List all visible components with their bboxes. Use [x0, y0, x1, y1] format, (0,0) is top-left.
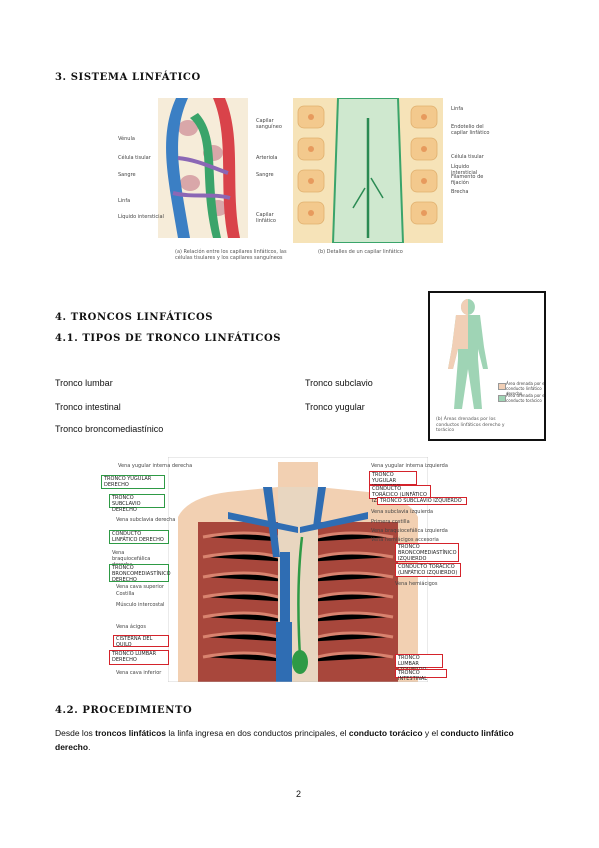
para-bold-conducto-linfatico: conducto linfático derecho: [55, 728, 514, 752]
lbl-cisterna-del-quilo: CISTERNA DEL QUILO: [113, 635, 169, 648]
body-figure-caption: (b) Áreas drenadas por los conductos lin…: [436, 417, 505, 433]
lbl-conducto-toracico-mid: CONDUCTO TORÁCICO (LINFÁTICO IZQUIERDO): [395, 563, 461, 577]
trunk-lumbar: Tronco lumbar: [55, 378, 113, 388]
figure-lymph-trunks-thorax: Vena yugular interna derecha TRONCO YUGU…: [98, 457, 498, 682]
figure-a-caption: (a) Relación entre los capilares linfáti…: [175, 249, 287, 261]
right-duct-drainage-area: [448, 299, 468, 369]
lbl-vena-subclavia-izquierda: Vena subclavia izquierda: [371, 509, 434, 515]
figure-b-caption: (b) Detalles de un capilar linfático: [318, 249, 403, 255]
lbl-vena-subclavia-derecha: Vena subclavia derecha: [116, 517, 176, 523]
label-linfa-b: Linfa: [451, 106, 464, 112]
lbl-tronco-lumbar-izquierdo: TRONCO LUMBAR IZQUIERDO: [395, 654, 443, 673]
figure-capillaries-relation: Vénula Célula tisular Sangre Linfa Líqui…: [118, 98, 288, 248]
lbl-conducto-linfatico-derecho: CONDUCTO LINFÁTICO DERECHO: [109, 530, 169, 544]
label-celula-tisular: Célula tisular: [118, 155, 151, 161]
lbl-tronco-broncomediastinico-derecho: TRONCO BRONCOMEDIASTÍNICO DERECHO: [109, 564, 171, 583]
label-liquido-intersticial: Líquido intersticial: [118, 214, 164, 220]
label-brecha: Brecha: [451, 189, 469, 195]
legend-swatch-thoracic: [498, 395, 506, 402]
section-4-title: 4. TRONCOS LINFÁTICOS: [55, 312, 214, 323]
lbl-vena-yugular-interna-derecha: Vena yugular interna derecha: [118, 463, 193, 469]
para-text-4: .: [88, 742, 91, 752]
trunk-subclavio: Tronco subclavio: [305, 378, 373, 388]
label-sangre-right: Sangre: [256, 172, 274, 178]
para-text-3: y el: [422, 728, 441, 738]
label-linfa: Linfa: [118, 198, 131, 204]
trunk-yugular: Tronco yugular: [305, 402, 365, 412]
figure-lymph-capillary-detail: Linfa Endotelio del capilar linfático Cé…: [293, 98, 493, 248]
figure-drainage-areas: Área drenada por el conducto linfático d…: [428, 291, 546, 441]
lbl-vena-cava-inferior: Vena cava inferior: [116, 670, 162, 676]
lbl-vena-hemiacigos: Vena hemiácigos: [395, 581, 438, 587]
human-body-drainage-illustration: [448, 299, 488, 409]
thorax-illustration: [168, 457, 428, 682]
lbl-primera-costilla: Primera costilla: [371, 519, 410, 525]
lbl-tronco-broncomediastinico-izquierdo: TRONCO BRONCOMEDIASTÍNICO IZQUIERDO: [395, 543, 459, 562]
lbl-tronco-subclavio-derecho: TRONCO SUBCLAVIO DERECHO: [109, 494, 165, 513]
legend-swatch-right-duct: [498, 383, 506, 390]
label-endotelio: Endotelio del capilar linfático: [451, 124, 490, 136]
section-41-title: 4.1. TIPOS DE TRONCO LINFÁTICOS: [55, 333, 282, 344]
page-number: 2: [296, 789, 302, 799]
procedure-paragraph: Desde los troncos linfáticos la linfa in…: [55, 726, 545, 754]
lbl-tronco-yugular-izquierdo: TRONCO YUGULAR IZQUIERDO: [369, 471, 417, 490]
lbl-tronco-lumbar-derecho: TRONCO LUMBAR DERECHO: [109, 650, 169, 665]
lbl-costilla: Costilla: [116, 591, 135, 597]
capillaries-illustration: [158, 98, 248, 238]
lbl-vena-hemiacigos-accesoria: Vena hemiácigos accesoria: [371, 537, 439, 543]
lbl-vena-braquiocefalica-izquierda: Vena braquiocefálica izquierda: [371, 528, 448, 534]
lbl-vena-acigos: Vena ácigos: [116, 624, 146, 630]
lymph-capillary-illustration: [293, 98, 443, 244]
legend-right-duct: Área drenada por el conducto linfático d…: [506, 381, 546, 396]
trunk-broncomediastinico: Tronco broncomediastínico: [55, 424, 164, 434]
label-capilar-sanguineo: Capilar sanguíneo: [256, 118, 282, 130]
label-sangre-left: Sangre: [118, 172, 136, 178]
label-arteriola: Arteriola: [256, 155, 278, 161]
para-bold-conducto-toracico: conducto torácico: [348, 728, 423, 738]
label-venula: Vénula: [118, 136, 135, 142]
label-liquido-intersticial-b: Líquido intersticial: [451, 164, 478, 176]
para-text-1: Desde los: [55, 728, 96, 738]
label-celula-tisular-b: Célula tisular: [451, 154, 484, 160]
lbl-tronco-subclavio-izquierdo: TRONCO SUBCLAVIO IZQUIERDO: [377, 497, 467, 505]
lbl-musculo-intercostal: Músculo intercostal: [116, 602, 165, 608]
lbl-vena-yugular-interna-izquierda: Vena yugular interna izquierda: [371, 463, 448, 469]
label-capilar-linfatico: Capilar linfático: [256, 212, 276, 224]
lbl-tronco-intestinal: TRONCO INTESTINAL: [395, 669, 447, 682]
section-3-title: 3. SISTEMA LINFÁTICO: [55, 72, 201, 83]
legend-thoracic: Área drenada por el conducto torácico: [506, 393, 546, 403]
trunk-intestinal: Tronco intestinal: [55, 402, 121, 412]
para-text-2: la linfa ingresa en dos conductos princi…: [166, 728, 349, 738]
label-filamento-fijacion: Filamento de fijación: [451, 174, 484, 186]
para-bold-troncos: troncos linfáticos: [95, 728, 167, 738]
lbl-tronco-yugular-derecho: TRONCO YUGULAR DERECHO: [101, 475, 165, 489]
section-42-title: 4.2. PROCEDIMIENTO: [55, 705, 193, 716]
lbl-vena-cava-superior: Vena cava superior: [116, 584, 164, 590]
